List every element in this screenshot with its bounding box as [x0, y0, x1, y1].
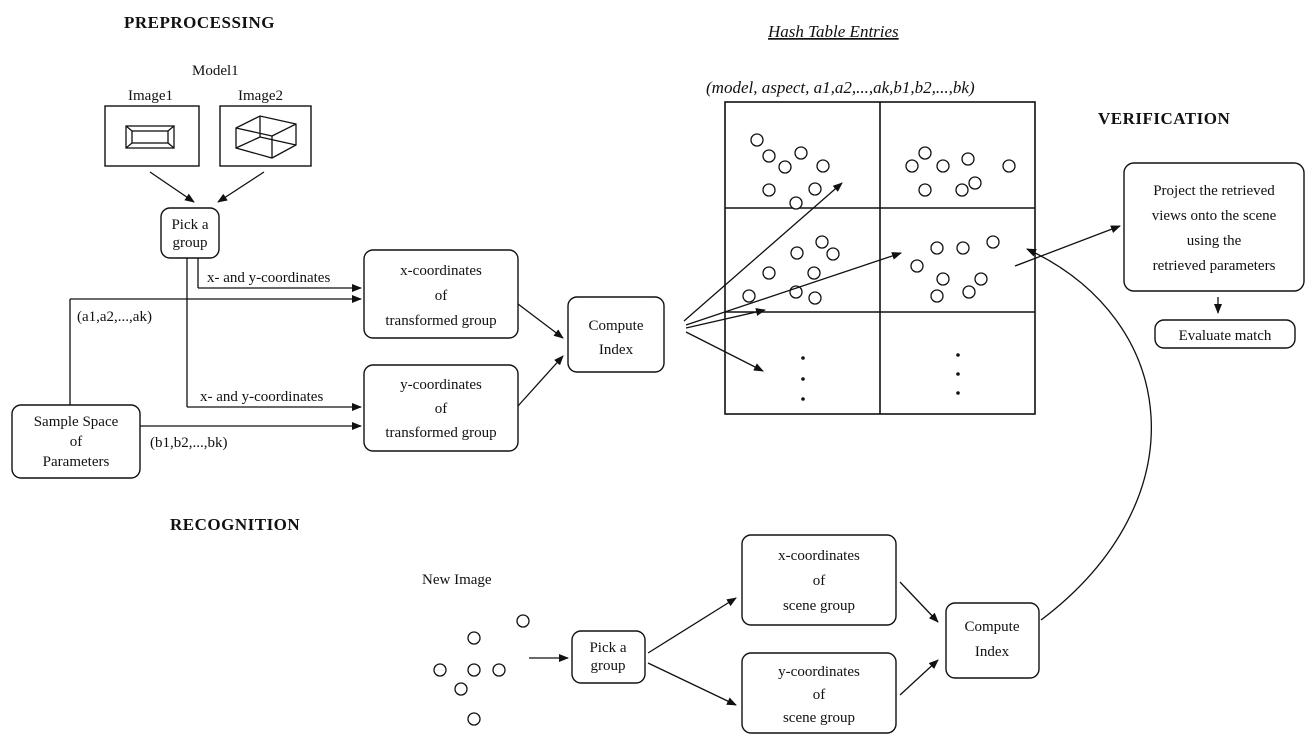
preprocess-pick-group-line1: Pick a: [171, 217, 208, 233]
y-transformed-line1: y-coordinates: [400, 377, 482, 393]
preprocess-pick-group-line2: group: [173, 235, 208, 251]
recognition-compute-line2: Index: [975, 644, 1010, 660]
recognition-compute-line1: Compute: [965, 619, 1020, 635]
preprocess-compute-index-box: Compute Index: [567, 296, 665, 373]
preprocess-pick-group-box: Pick a group: [160, 207, 220, 259]
x-scene-line3: scene group: [783, 598, 855, 614]
y-scene-line1: y-coordinates: [778, 664, 860, 680]
verification-header: VERIFICATION: [1098, 109, 1230, 128]
sample-space-line3: Parameters: [43, 454, 110, 470]
xy-coords-label-top: x- and y-coordinates: [207, 270, 330, 286]
hash-table-grid: [724, 101, 1036, 415]
image2-thumbnail: [219, 105, 312, 167]
evaluate-match-label: Evaluate match: [1179, 328, 1272, 344]
y-scene-line2: of: [813, 687, 826, 703]
hash-table-title: Hash Table Entries: [767, 22, 899, 41]
hash-cell-bottom-left-ellipsis: [801, 356, 805, 401]
project-line4: retrieved parameters: [1153, 258, 1276, 274]
hash-cell-top-left-points: [750, 133, 830, 210]
y-transformed-line2: of: [435, 401, 448, 417]
b-params-label: (b1,b2,...,bk): [150, 435, 228, 451]
image1-thumbnail: [104, 105, 200, 167]
preprocess-compute-line1: Compute: [589, 318, 644, 334]
preprocessing-header: PREPROCESSING: [124, 13, 275, 32]
model-label: Model1: [192, 63, 239, 79]
project-views-box: Project the retrieved views onto the sce…: [1123, 162, 1305, 292]
preprocess-compute-line2: Index: [599, 342, 634, 358]
y-transformed-line3: transformed group: [385, 425, 496, 441]
evaluate-match-box: Evaluate match: [1154, 319, 1296, 349]
recognition-header: RECOGNITION: [170, 515, 300, 534]
x-scene-line2: of: [813, 573, 826, 589]
a-params-label: (a1,a2,...,ak): [77, 309, 152, 325]
new-image-label: New Image: [422, 572, 492, 588]
hash-entry-format: (model, aspect, a1,a2,...,ak,b1,b2,...,b…: [706, 78, 975, 97]
recognition-pick-group-line2: group: [591, 658, 626, 674]
x-scene-box: x-coordinates of scene group: [741, 534, 897, 626]
x-scene-line1: x-coordinates: [778, 548, 860, 564]
sample-space-line1: Sample Space: [34, 414, 119, 430]
hash-cell-middle-left-points: [742, 235, 840, 305]
image1-label: Image1: [128, 88, 173, 104]
sample-space-box: Sample Space of Parameters: [11, 404, 141, 479]
project-line2: views onto the scene: [1152, 208, 1277, 224]
image2-label: Image2: [238, 88, 283, 104]
new-image-points: [433, 614, 530, 726]
y-scene-line3: scene group: [783, 710, 855, 726]
hash-cell-bottom-right-ellipsis: [956, 353, 960, 395]
y-transformed-box: y-coordinates of transformed group: [363, 364, 519, 452]
project-line3: using the: [1187, 233, 1242, 249]
y-scene-box: y-coordinates of scene group: [741, 652, 897, 734]
hash-cell-top-right-points: [905, 146, 1016, 197]
project-line1: Project the retrieved: [1153, 183, 1275, 199]
recognition-pick-group-box: Pick a group: [571, 630, 646, 684]
recognition-compute-index-box: Compute Index: [945, 602, 1040, 679]
sample-space-line2: of: [70, 434, 83, 450]
xy-coords-label-bottom: x- and y-coordinates: [200, 389, 323, 405]
x-transformed-line1: x-coordinates: [400, 263, 482, 279]
x-transformed-line2: of: [435, 288, 448, 304]
x-transformed-box: x-coordinates of transformed group: [363, 249, 519, 339]
recognition-pick-group-line1: Pick a: [589, 640, 626, 656]
hash-cell-middle-right-points: [910, 235, 1000, 303]
x-transformed-line3: transformed group: [385, 313, 496, 329]
